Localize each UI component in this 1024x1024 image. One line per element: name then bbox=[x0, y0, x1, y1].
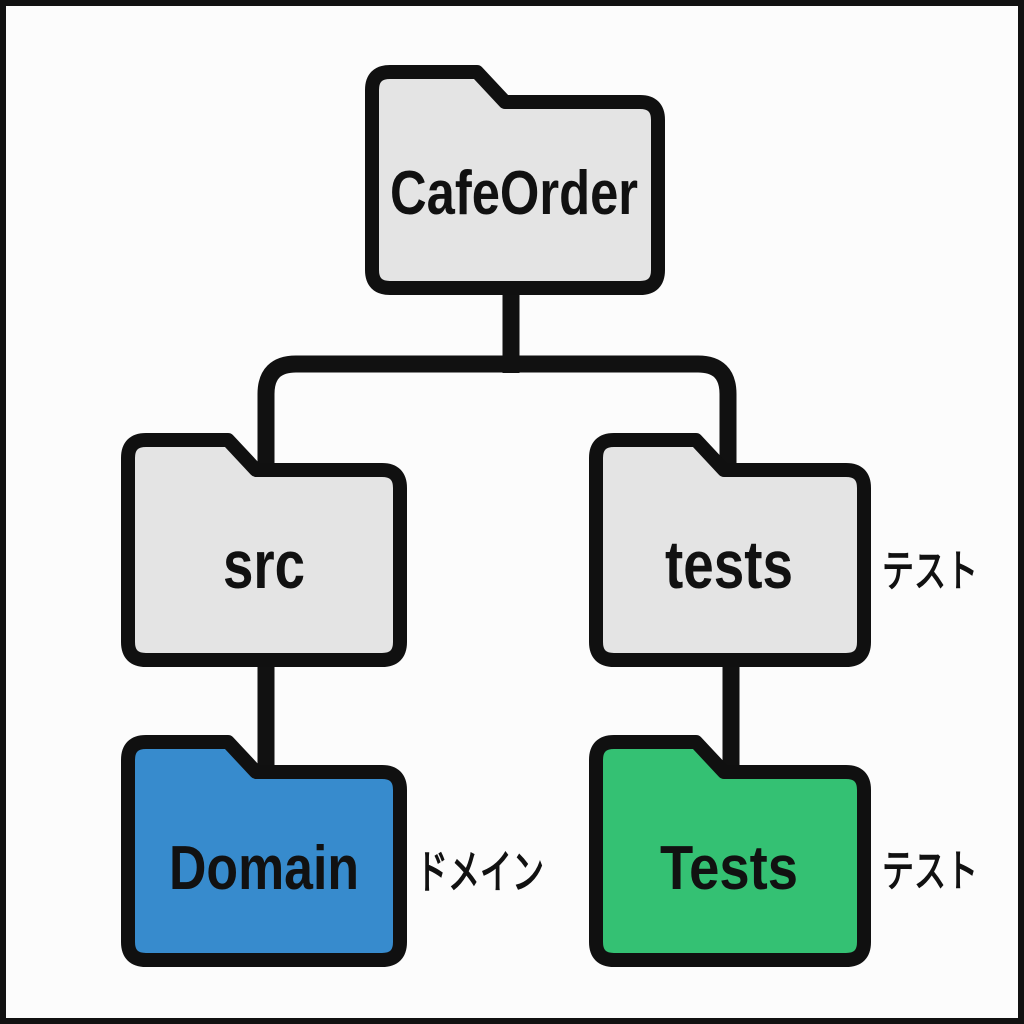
folder-icon-src bbox=[121, 433, 407, 667]
folder-icon-tests-leaf bbox=[589, 735, 871, 967]
folder-node-cafeorder: CafeOrder bbox=[365, 65, 665, 295]
folder-label-tests-leaf: Tests bbox=[660, 834, 798, 903]
annotation-tests-leaf: テスト bbox=[882, 847, 978, 896]
folder-icon-cafeorder bbox=[365, 65, 665, 295]
folder-icon-tests bbox=[589, 433, 871, 667]
annotation-tests: テスト bbox=[882, 547, 978, 596]
folder-label-src: src bbox=[223, 527, 305, 603]
folder-node-tests-leaf: Tests bbox=[589, 735, 871, 967]
annotation-domain: ドメイン bbox=[416, 846, 544, 898]
connector-branch-bar bbox=[257, 355, 737, 472]
folder-node-src: src bbox=[121, 433, 407, 667]
folder-node-tests: tests bbox=[589, 433, 871, 667]
folder-icon-domain bbox=[121, 735, 407, 967]
folder-label-domain: Domain bbox=[169, 834, 359, 903]
folder-label-tests: tests bbox=[665, 527, 793, 603]
folder-label-cafeorder: CafeOrder bbox=[390, 159, 638, 228]
folder-node-domain: Domain bbox=[121, 735, 407, 967]
